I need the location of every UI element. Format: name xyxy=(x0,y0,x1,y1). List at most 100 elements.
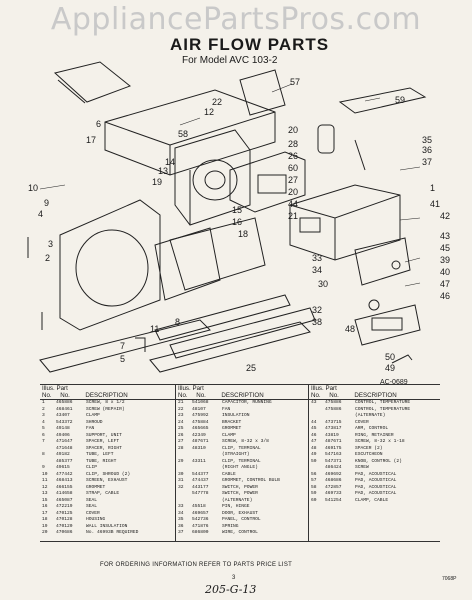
part-number: 471647 xyxy=(56,439,73,444)
part-number: 468413 xyxy=(56,478,73,483)
illus-number: 21 xyxy=(178,400,184,405)
part-number: 544377 xyxy=(192,471,209,477)
callout-28: 28 xyxy=(288,139,299,149)
part-description: GROMMET xyxy=(222,426,242,431)
part-description: HOUSING xyxy=(86,517,106,522)
part-description: (ALTERNATE) xyxy=(222,497,253,503)
table-header-2: Illus. Part No. No. DESCRIPTION xyxy=(178,385,264,399)
callout-60: 60 xyxy=(288,163,299,173)
illus-number: 57 xyxy=(311,478,317,483)
part-description: SCREW, 8-32 x 1-18 xyxy=(355,439,405,444)
callout-39: 39 xyxy=(440,255,451,265)
part-14-fan-housing xyxy=(174,129,251,226)
part-description: SPACER, RIGHT xyxy=(86,445,122,451)
callout-35: 35 xyxy=(422,135,433,145)
callout-46: 46 xyxy=(440,291,451,301)
illus-number: 24 xyxy=(178,419,184,425)
callout-42: 42 xyxy=(440,211,451,221)
part-description: SPACER (2) xyxy=(355,445,383,451)
part-number: 472857 xyxy=(325,484,342,490)
callout-30: 30 xyxy=(318,279,329,289)
illus-number: 16 xyxy=(42,504,48,509)
callout-40: 40 xyxy=(440,267,451,277)
part-description: INSULATION xyxy=(222,413,250,418)
part-number: 470120 xyxy=(56,523,73,529)
handwritten-note: 205-G-13 xyxy=(205,583,257,596)
illus-number: 19 xyxy=(42,523,48,529)
callout-22: 22 xyxy=(212,97,223,107)
part-description: SEAL xyxy=(86,497,98,503)
part-number: 42349 xyxy=(192,432,206,438)
callout-13: 13 xyxy=(158,166,169,176)
callout-36: 36 xyxy=(422,145,433,155)
callout-20b: 20 xyxy=(288,187,299,197)
table-header-rule xyxy=(40,399,440,400)
illus-number: 60 xyxy=(311,497,317,503)
callout-10: 10 xyxy=(28,183,39,193)
callout-41: 41 xyxy=(430,199,441,209)
part-number: 475886 xyxy=(325,406,342,412)
table-header-3: Illus. Part No. No. DESCRIPTION xyxy=(311,385,397,399)
part-number: 43311 xyxy=(192,458,206,464)
part-description: ESCUTCHEON xyxy=(355,452,383,457)
part-number: 473817 xyxy=(325,426,342,431)
illus-number: 28 xyxy=(178,445,184,451)
callout-47: 47 xyxy=(440,279,451,289)
part-number: 443177 xyxy=(192,484,209,490)
part-number: 486424 xyxy=(325,465,342,470)
callout-19: 19 xyxy=(152,177,163,187)
illus-number: 15 xyxy=(42,497,48,503)
part-description: SCREW (REPAIR) xyxy=(86,406,125,412)
illus-number: 34 xyxy=(178,510,184,516)
part-number: 49615 xyxy=(56,465,70,470)
illus-number: 50 xyxy=(311,458,317,464)
part-description: PAD, ACOUSTICAL xyxy=(355,491,397,496)
part-description: (ALTERNATE) xyxy=(355,413,386,418)
part-description: CLAMP, CABLE xyxy=(355,497,389,503)
callout-32: 32 xyxy=(312,305,323,315)
illus-number: 9 xyxy=(42,465,45,470)
part-description: PAD, ACOUSTICAL xyxy=(355,484,397,490)
part-number: 468686 xyxy=(325,478,342,483)
part-number: 414658 xyxy=(56,491,73,496)
illus-number: 35 xyxy=(178,517,184,522)
part-number: 471876 xyxy=(192,523,209,529)
part-description: PAD, ACOUSTICAL xyxy=(355,471,397,477)
part-number: 49182 xyxy=(56,452,70,457)
callout-12: 12 xyxy=(204,107,215,117)
figure-id: AC-0689 xyxy=(380,379,408,386)
callout-5: 5 xyxy=(120,354,126,364)
callout-33: 33 xyxy=(312,253,323,263)
illus-number: 2 xyxy=(42,406,45,412)
part-number: 474437 xyxy=(192,478,209,483)
part-number: 541068 xyxy=(192,400,209,405)
part-number: 43819 xyxy=(325,432,339,438)
part-description: WALL INSULATION xyxy=(86,523,128,529)
part-number: 473715 xyxy=(325,419,342,425)
part-description: SCREEN, EXHAUST xyxy=(86,478,128,483)
table-row: (STRAIGHT) xyxy=(178,452,280,459)
